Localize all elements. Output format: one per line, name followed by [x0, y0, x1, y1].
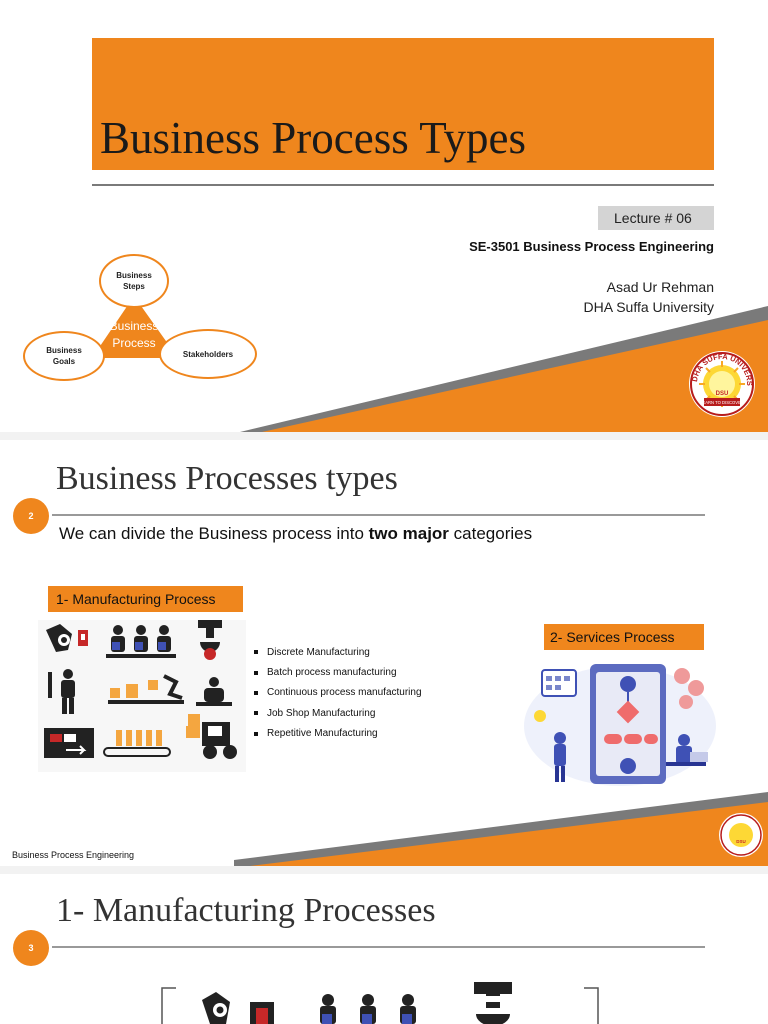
press-machine-icon — [198, 620, 222, 660]
list-item: Repetitive Manufacturing — [254, 724, 422, 744]
diagram-node-goals-label: Business Goals — [46, 346, 82, 366]
worker-icon — [48, 669, 75, 714]
intro-text: We can divide the Business process into … — [59, 524, 532, 544]
seated-person-icon — [666, 734, 708, 766]
logo-banner-text: LEARN TO DISCOVER — [700, 400, 744, 405]
intro-text-end: categories — [448, 524, 533, 543]
footer-logo: DSU — [719, 813, 763, 857]
services-illustration — [524, 664, 716, 786]
forklift-icon — [186, 714, 237, 759]
logo-center-text: DSU — [716, 391, 729, 397]
list-item: Job Shop Manufacturing — [254, 703, 422, 723]
bullet-square-icon — [254, 731, 258, 736]
assembly-workers-icon — [106, 625, 176, 658]
list-item: Continuous process manufacturing — [254, 683, 422, 703]
assembly-workers-icon — [320, 994, 416, 1024]
author-block: Asad Ur Rehman DHA Suffa University — [584, 277, 714, 317]
heading-rule — [52, 946, 705, 948]
bullet-square-icon — [254, 711, 258, 716]
slide-title: Business Process Types — [100, 113, 527, 163]
slide-number: 3 — [13, 930, 49, 966]
technician-icon — [196, 677, 232, 706]
diagram-center-label: Business Process — [109, 319, 159, 350]
slide-3: 1- Manufacturing Processes 3 — [0, 874, 768, 1024]
diagram-node-stakeholders: Stakeholders — [159, 329, 257, 379]
manufacturing-icons-preview — [161, 982, 599, 1024]
title-band: Business Process Types — [92, 38, 714, 170]
author-university: DHA Suffa University — [583, 299, 714, 315]
diagram-node-stakeholders-label: Stakeholders — [182, 349, 234, 359]
diagram-node-steps-label: Business Steps — [116, 271, 152, 291]
bullet-square-icon — [254, 690, 258, 695]
manufacturing-label: 1- Manufacturing Process — [48, 586, 243, 612]
list-item: Discrete Manufacturing — [254, 642, 422, 662]
manufacturing-types-list: Discrete Manufacturing Batch process man… — [254, 642, 422, 744]
decorative-wedge — [240, 306, 768, 432]
slide-heading: Business Processes types — [56, 460, 398, 497]
control-panel-icon — [44, 728, 94, 758]
press-machine-icon — [474, 982, 512, 1024]
list-item: Batch process manufacturing — [254, 662, 422, 682]
robot-arm-icon — [46, 624, 88, 652]
slide-2: Business Processes types 2 We can divide… — [0, 440, 768, 866]
author-name: Asad Ur Rehman — [606, 279, 714, 295]
slide-heading: 1- Manufacturing Processes — [56, 892, 436, 929]
footer-logo-text: DSU — [736, 839, 746, 844]
slide-separator — [0, 866, 768, 874]
footer-wedge — [234, 792, 768, 866]
robot-arm-icon — [202, 992, 274, 1024]
slide-number: 2 — [13, 498, 49, 534]
services-label: 2- Services Process — [544, 624, 704, 650]
title-rule — [92, 184, 714, 186]
presenter-person-icon — [554, 732, 566, 782]
course-title: SE-3501 Business Process Engineering — [469, 239, 714, 254]
manufacturing-icons — [38, 620, 246, 772]
lecture-number: Lecture # 06 — [598, 206, 714, 230]
heading-rule — [52, 514, 705, 516]
bullet-square-icon — [254, 670, 258, 675]
bullet-square-icon — [254, 650, 258, 655]
diagram-node-steps: Business Steps — [99, 254, 169, 308]
intro-text-start: We can divide the Business process into — [59, 524, 369, 543]
university-logo: DHA SUFFA UNIVERSITY LEARN TO DISCOVER D… — [688, 350, 755, 417]
conveyor-boxes-icon — [108, 674, 184, 704]
process-triangle — [92, 296, 178, 358]
diagram-node-goals: Business Goals — [23, 331, 105, 381]
slide-1: Business Process Types Lecture # 06 SE-3… — [0, 0, 768, 432]
bottling-line-icon — [103, 730, 171, 757]
slide-footer: Business Process Engineering — [12, 850, 135, 860]
intro-text-bold: two major — [368, 524, 449, 543]
slide-separator — [0, 432, 768, 440]
